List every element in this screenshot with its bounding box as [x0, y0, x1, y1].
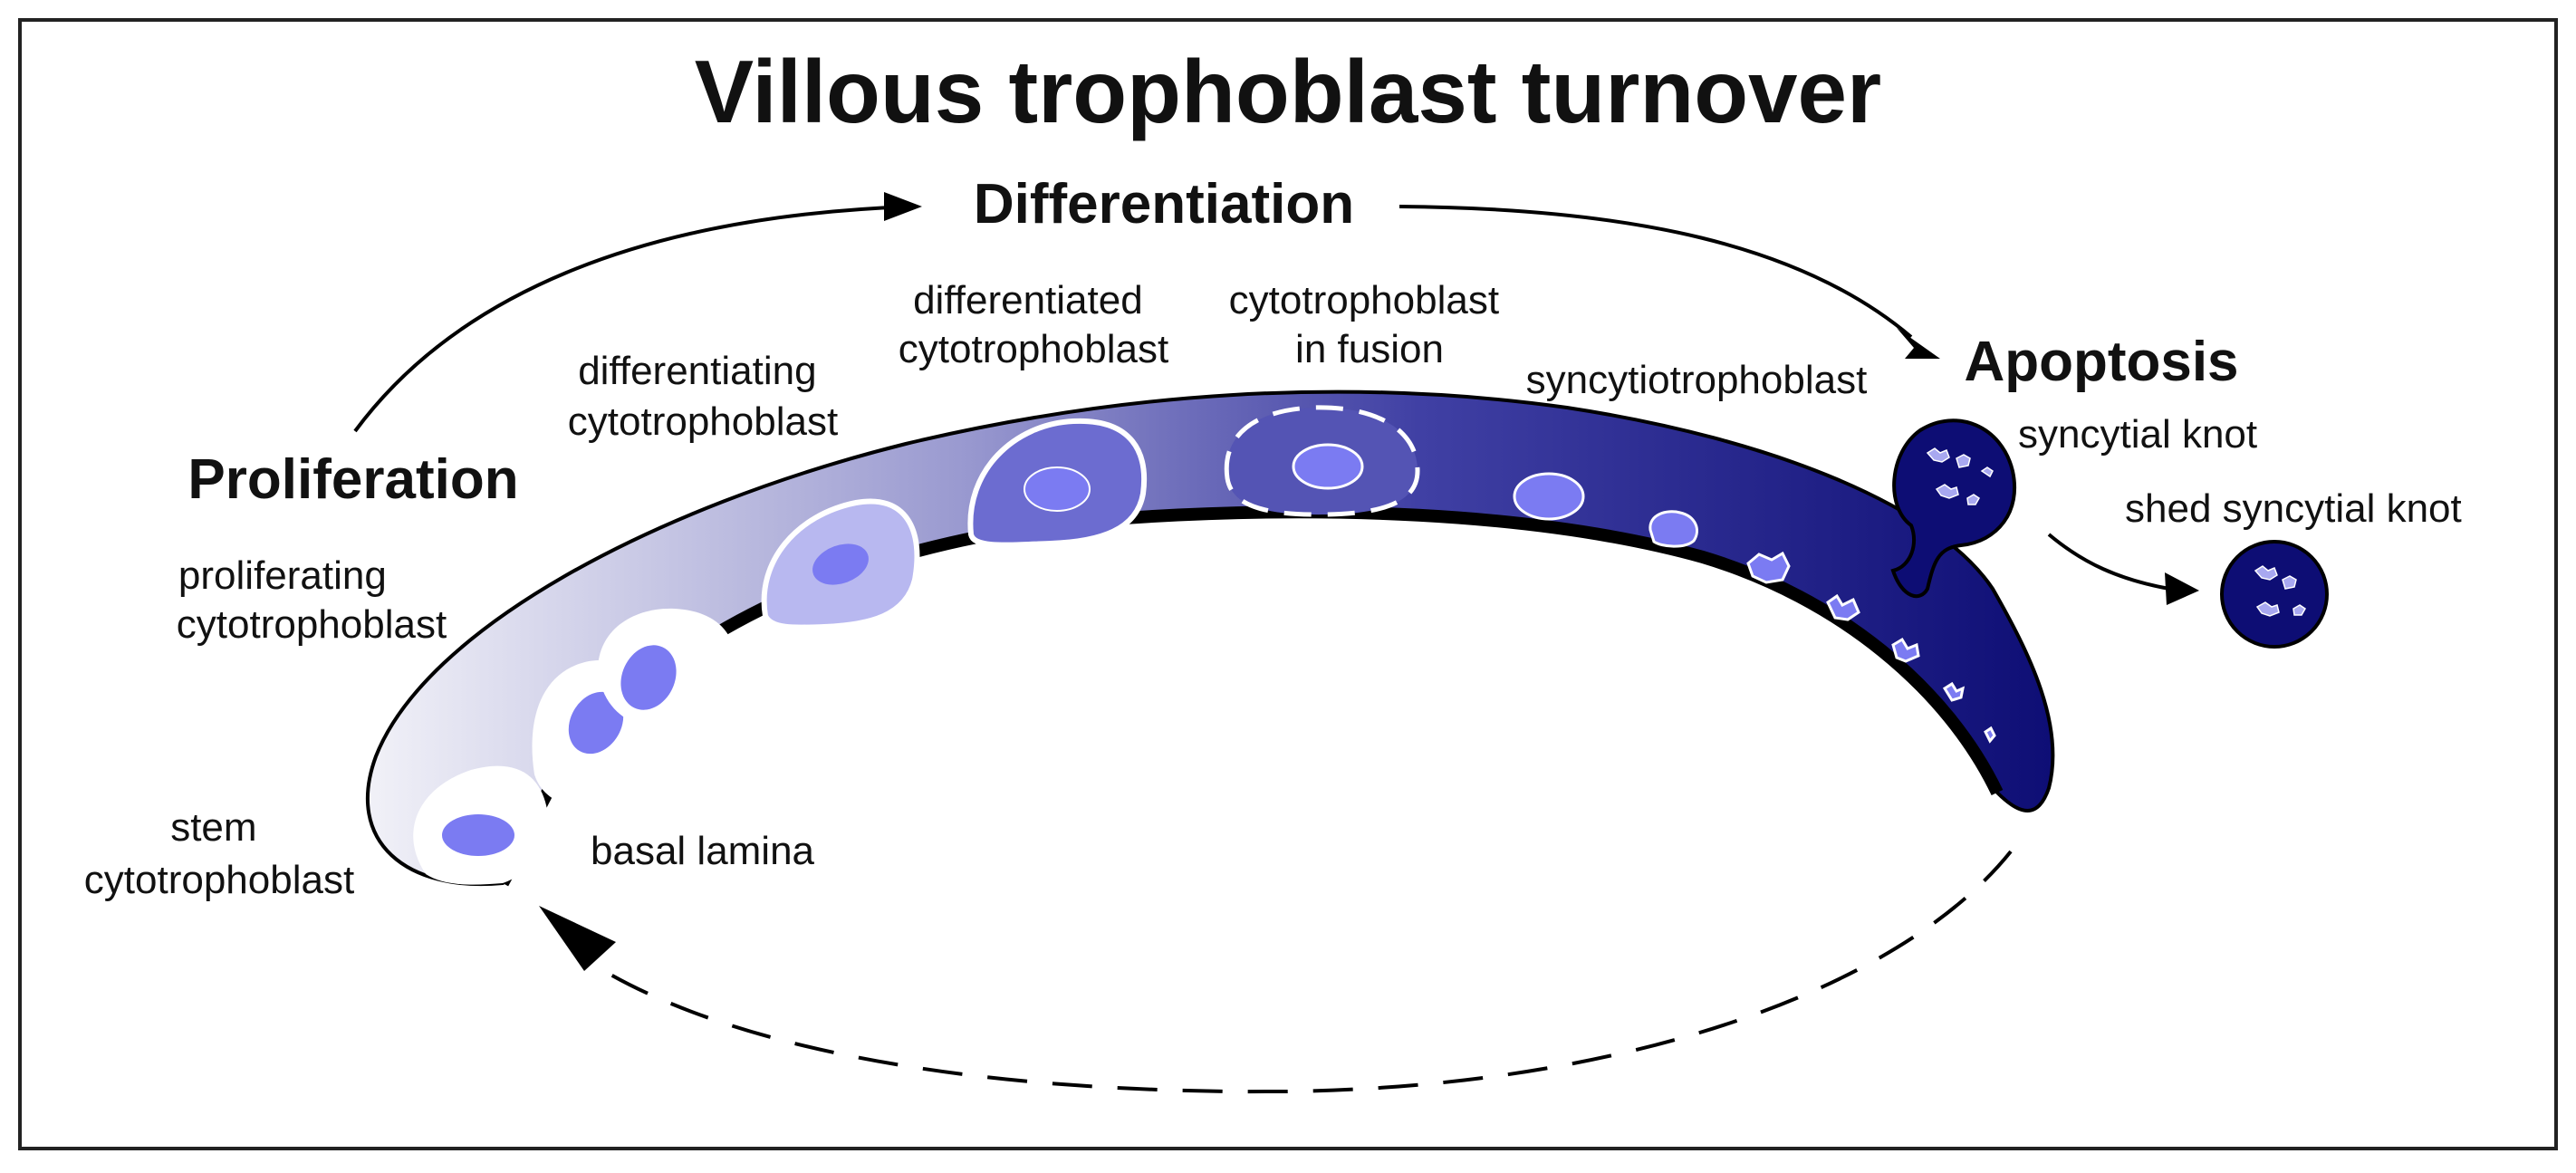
differentiation-arrowhead-right — [1897, 328, 1940, 359]
stem-cell-nucleus — [442, 814, 514, 856]
differentiation-arrow-left — [353, 205, 916, 433]
differentiated-nucleus — [1024, 466, 1091, 512]
knot-nuclei — [1926, 447, 1994, 505]
label-stem-line1: stem — [170, 805, 256, 850]
label-differentiating: differentiating cytotrophoblast — [568, 349, 838, 444]
syncytio-nucleus-3 — [1746, 551, 1791, 584]
syncytio-nucleus-6 — [1942, 681, 1966, 702]
proliferation-heading: Proliferation — [187, 448, 518, 511]
label-stem-line2: cytotrophoblast — [84, 858, 354, 902]
label-syncytiotrophoblast: syncytiotrophoblast — [1526, 358, 1868, 402]
syncytio-nucleus-5 — [1891, 637, 1920, 663]
label-basal-lamina: basal lamina — [591, 829, 815, 873]
apoptosis-heading: Apoptosis — [1964, 331, 2238, 393]
label-shed-knot: shed syncytial knot — [2125, 486, 2462, 531]
label-stem: stem cytotrophoblast — [84, 805, 354, 902]
fusion-nucleus — [1292, 443, 1364, 490]
shed-arrowhead — [2165, 572, 2199, 605]
shed-syncytial-knot — [2220, 540, 2329, 649]
syncytio-nucleus-7 — [1984, 726, 1996, 744]
label-differentiating-line1: differentiating — [578, 349, 816, 393]
differentiation-arrowhead-left — [884, 192, 922, 221]
label-fusion-line2: in fusion — [1295, 327, 1444, 371]
shed-arrow — [2047, 533, 2170, 591]
dashed-return-arrow — [578, 850, 2013, 1094]
diagram-title: Villous trophoblast turnover — [695, 42, 1881, 141]
differentiation-heading: Differentiation — [974, 173, 1354, 236]
proliferating-nucleus-upper — [620, 645, 677, 710]
differentiating-nucleus — [812, 543, 869, 585]
label-differentiated-line2: cytotrophoblast — [899, 327, 1168, 371]
syncytio-nucleus-1 — [1513, 472, 1585, 521]
proliferating-nucleus-lower — [568, 691, 624, 755]
label-proliferating-line1: proliferating — [178, 553, 387, 598]
figure-frame — [18, 18, 2558, 1150]
differentiation-arrow-right — [1399, 205, 1913, 339]
shed-knot-nuclei — [2254, 565, 2306, 617]
label-fusion: cytotrophoblast in fusion — [1229, 278, 1511, 371]
label-differentiating-line2: cytotrophoblast — [568, 399, 838, 444]
syncytio-nucleus-2 — [1648, 510, 1698, 548]
label-proliferating-line2: cytotrophoblast — [177, 602, 447, 647]
syncytial-knot — [1890, 418, 2017, 599]
syncytio-nucleus-4 — [1826, 593, 1860, 621]
label-fusion-line1: cytotrophoblast — [1229, 278, 1499, 322]
label-differentiated: differentiated cytotrophoblast — [899, 278, 1168, 371]
label-syncytial-knot: syncytial knot — [2018, 412, 2257, 457]
label-proliferating: proliferating cytotrophoblast — [177, 553, 447, 647]
label-differentiated-line1: differentiated — [913, 278, 1143, 322]
dashed-return-arrowhead — [539, 906, 616, 971]
